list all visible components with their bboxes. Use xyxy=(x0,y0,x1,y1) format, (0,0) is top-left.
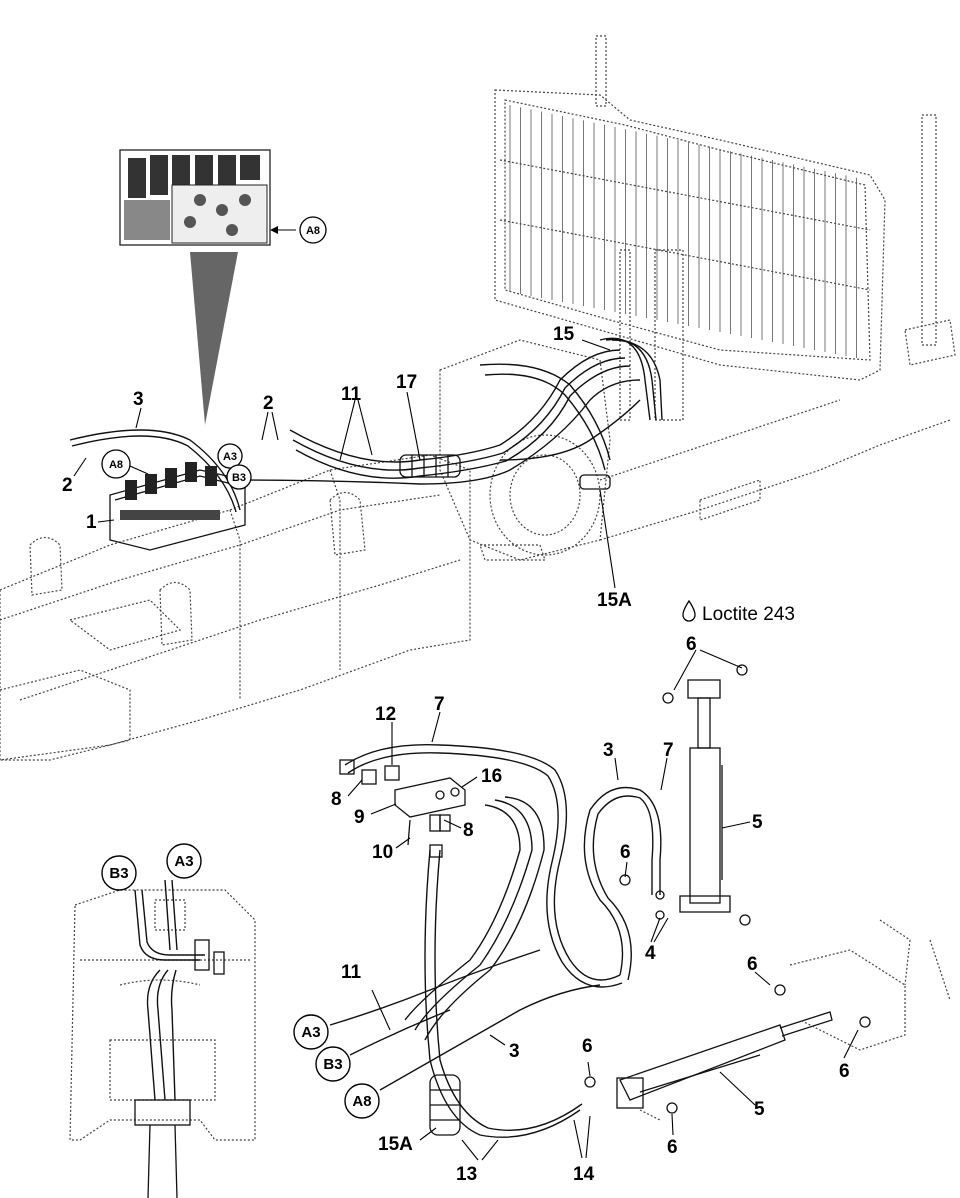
callout-3-bottom: 3 xyxy=(509,1041,520,1062)
callout-6-lower: 6 xyxy=(582,1036,593,1057)
a3-bottom-label: A3 xyxy=(301,1024,320,1041)
leader-lines xyxy=(73,339,859,1161)
b3-small-label: B3 xyxy=(109,865,128,882)
loctite-note-text: Loctite 243 xyxy=(702,604,795,625)
callout-15: 15 xyxy=(553,324,575,345)
connector-a8-bottom: A8 xyxy=(344,1083,380,1119)
callout-5-horizontal: 5 xyxy=(754,1099,765,1120)
callout-11-top: 11 xyxy=(341,384,362,405)
callout-6-bottom: 6 xyxy=(667,1137,678,1158)
a8-bottom-label: A8 xyxy=(352,1093,371,1110)
callout-3-mid: 3 xyxy=(603,740,614,761)
callout-4: 4 xyxy=(645,943,656,964)
callout-13: 13 xyxy=(456,1164,477,1185)
callout-9: 9 xyxy=(354,807,365,828)
callout-6-right: 6 xyxy=(839,1061,850,1082)
callout-8-left: 8 xyxy=(331,789,342,810)
loctite-note: Loctite 243 xyxy=(682,599,795,625)
a8-inset-label: A8 xyxy=(306,225,320,237)
callout-6-left: 6 xyxy=(620,842,631,863)
callout-3-top: 3 xyxy=(133,389,144,410)
connector-b3-bottom: B3 xyxy=(315,1046,351,1082)
callout-1: 1 xyxy=(86,512,97,533)
callout-12: 12 xyxy=(375,704,396,725)
callout-14: 14 xyxy=(573,1164,595,1185)
callout-2-left: 2 xyxy=(62,475,73,496)
callout-labels: 1 2 2 3 11 17 15 15A 6 7 12 16 8 9 8 10 … xyxy=(62,324,850,1185)
connector-a3-bottom: A3 xyxy=(293,1014,329,1050)
machine-frame xyxy=(0,339,951,761)
connector-b3-small: B3 xyxy=(101,855,137,891)
connector-a3-small: A3 xyxy=(166,843,202,879)
callout-6-top: 6 xyxy=(686,634,697,655)
callout-11-bottom: 11 xyxy=(341,962,362,983)
callout-15a-bottom: 15A xyxy=(378,1134,413,1155)
b3-bottom-label: B3 xyxy=(323,1056,342,1073)
hose-bundle-top xyxy=(69,337,663,513)
callout-7-mid: 7 xyxy=(663,740,674,761)
cylinder-hose-assembly xyxy=(329,664,951,1138)
b3-top-label: B3 xyxy=(232,472,246,484)
callout-15a-top: 15A xyxy=(597,590,632,611)
connector-b3-top: B3 xyxy=(226,464,252,490)
callout-6-mid: 6 xyxy=(747,954,758,975)
connector-a3-top: A3 xyxy=(217,443,243,469)
callout-17: 17 xyxy=(396,372,417,393)
a3-small-label: A3 xyxy=(174,853,193,870)
connector-a8-top: A8 xyxy=(101,449,149,479)
rear-grille xyxy=(494,35,956,421)
callout-7-top: 7 xyxy=(434,694,445,715)
a3-top-label: A3 xyxy=(223,451,237,463)
control-valve-block xyxy=(109,462,246,551)
callout-10: 10 xyxy=(372,842,393,863)
callout-5-vertical: 5 xyxy=(752,812,763,833)
routing-inset xyxy=(69,879,256,1198)
connector-a8-inset: A8 xyxy=(270,216,327,244)
valve-detail-inset xyxy=(119,149,271,425)
callout-8-right: 8 xyxy=(463,820,474,841)
a8-top-label: A8 xyxy=(109,459,123,471)
callout-16: 16 xyxy=(481,766,502,787)
droplet-icon xyxy=(682,599,696,622)
callout-2-right: 2 xyxy=(263,393,274,414)
